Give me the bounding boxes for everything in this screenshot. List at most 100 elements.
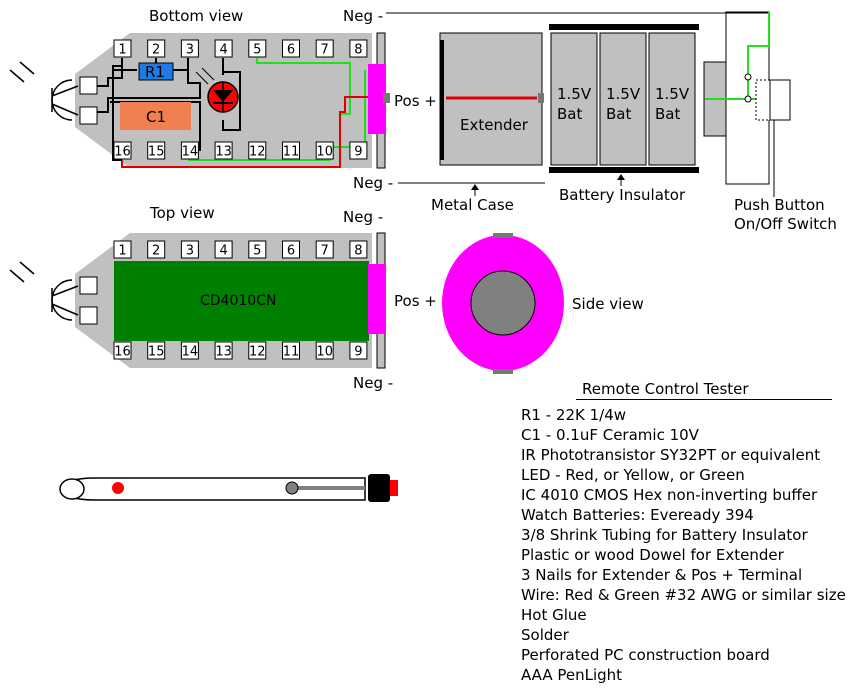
insulator-top xyxy=(549,24,699,30)
pin-pad xyxy=(214,341,233,360)
pin-number: 14 xyxy=(182,145,199,160)
pin-number: 3 xyxy=(186,244,194,259)
pin-pad xyxy=(315,141,334,160)
push-button-cap xyxy=(769,79,791,121)
pin-pad xyxy=(180,39,199,58)
parts-list-title: Remote Control Tester xyxy=(582,380,749,398)
pin-pad xyxy=(315,240,334,259)
battery-type-1: Bat xyxy=(557,105,582,123)
pin-pad xyxy=(113,341,132,360)
pin-pad xyxy=(214,240,233,259)
penlight-button xyxy=(390,480,398,496)
pin-pad xyxy=(248,341,267,360)
pin-pad xyxy=(248,240,267,259)
pin-number: 12 xyxy=(249,345,266,360)
pin-number: 2 xyxy=(152,244,160,259)
battery-insulator-label: Battery Insulator xyxy=(559,186,686,204)
pin-number: 4 xyxy=(219,43,227,58)
switch-label: On/Off Switch xyxy=(734,215,837,233)
pos-label: Pos + xyxy=(394,292,437,310)
battery-2 xyxy=(599,32,647,166)
arrow-head xyxy=(617,174,625,180)
pin-pad xyxy=(248,141,267,160)
parts-list-item: 3 Nails for Extender & Pos + Terminal xyxy=(521,566,803,584)
pin-number: 16 xyxy=(114,345,131,360)
pin-pad xyxy=(113,240,132,259)
battery-3 xyxy=(648,32,696,166)
top-view-label: Top view xyxy=(149,204,215,222)
insulator-bottom xyxy=(549,167,699,173)
parts-list-item: Perforated PC construction board xyxy=(521,646,770,664)
ic-chip xyxy=(114,261,369,341)
pin-pad xyxy=(315,39,334,58)
parts-list-item: Wire: Red & Green #32 AWG or similar siz… xyxy=(521,586,846,604)
pin-pad xyxy=(282,240,300,259)
pin-number: 15 xyxy=(148,145,165,160)
pin-pad xyxy=(315,341,334,360)
parts-list-item: R1 - 22K 1/4w xyxy=(521,406,627,424)
pin-number: 14 xyxy=(182,345,199,360)
pin-number: 13 xyxy=(215,145,232,160)
side-inner xyxy=(470,270,536,336)
pin-number: 4 xyxy=(219,244,227,259)
penlight-cap xyxy=(368,474,390,502)
neg-label-top: Neg - xyxy=(343,7,383,25)
metal-case-label: Metal Case xyxy=(431,196,514,214)
parts-list-item: Solder xyxy=(521,626,569,644)
pin-pad xyxy=(180,240,199,259)
parts-list-item: Plastic or wood Dowel for Extender xyxy=(521,546,784,564)
pin-number: 9 xyxy=(354,145,362,160)
pin-number: 16 xyxy=(114,145,131,160)
pin-pad xyxy=(147,341,166,360)
pad xyxy=(79,306,98,325)
pin-pad xyxy=(180,341,199,360)
neg-label-bottom: Neg - xyxy=(353,174,393,192)
pin-number: 7 xyxy=(321,43,329,58)
push-button-label: Push Button xyxy=(734,196,825,214)
pin-number: 10 xyxy=(316,345,333,360)
pin-pad xyxy=(147,39,166,58)
led-icon xyxy=(195,67,239,113)
side-tab-bottom xyxy=(493,369,513,374)
pin-pad xyxy=(282,39,300,58)
parts-list-item: Hot Glue xyxy=(521,606,587,624)
phototransistor-icon xyxy=(9,61,79,121)
pin-number: 10 xyxy=(316,145,333,160)
pad xyxy=(79,276,98,295)
pin-number: 5 xyxy=(253,244,261,259)
pin-number: 15 xyxy=(148,345,165,360)
resistor-r1 xyxy=(138,62,174,81)
pin-pad xyxy=(349,141,368,160)
pin-number: 1 xyxy=(118,43,126,58)
pin-number: 8 xyxy=(354,244,362,259)
neg-label-bottom: Neg - xyxy=(353,374,393,392)
pin-pad xyxy=(349,39,368,58)
pin-number: 3 xyxy=(186,43,194,58)
parts-list-underline xyxy=(576,399,832,400)
extender-edge xyxy=(440,40,444,160)
parts-list-item: 3/8 Shrink Tubing for Battery Insulator xyxy=(521,526,808,544)
pin-number: 7 xyxy=(321,244,329,259)
parts-list-item: Watch Batteries: Eveready 394 xyxy=(521,506,754,524)
pin-pad xyxy=(214,141,233,160)
penlight-icon xyxy=(59,474,398,502)
battery-voltage-2: 1.5V xyxy=(606,85,641,103)
arrow-head xyxy=(471,184,479,190)
battery-assembly: Extender 1.5V Bat 1.5V Bat 1.5V Bat Meta… xyxy=(431,11,837,233)
pin-pad xyxy=(113,39,132,58)
parts-list-item: IR Phototransistor SY32PT or equivalent xyxy=(521,446,821,464)
neg-label-top: Neg - xyxy=(343,208,383,226)
pin-number: 11 xyxy=(283,145,300,160)
parts-list-item: LED - Red, or Yellow, or Green xyxy=(521,466,745,484)
extender-label: Extender xyxy=(460,116,529,134)
pin-pad xyxy=(349,341,368,360)
phototransistor-icon xyxy=(9,261,79,321)
pos-label: Pos + xyxy=(394,92,437,110)
battery-type-2: Bat xyxy=(606,105,631,123)
pin-number: 9 xyxy=(354,345,362,360)
